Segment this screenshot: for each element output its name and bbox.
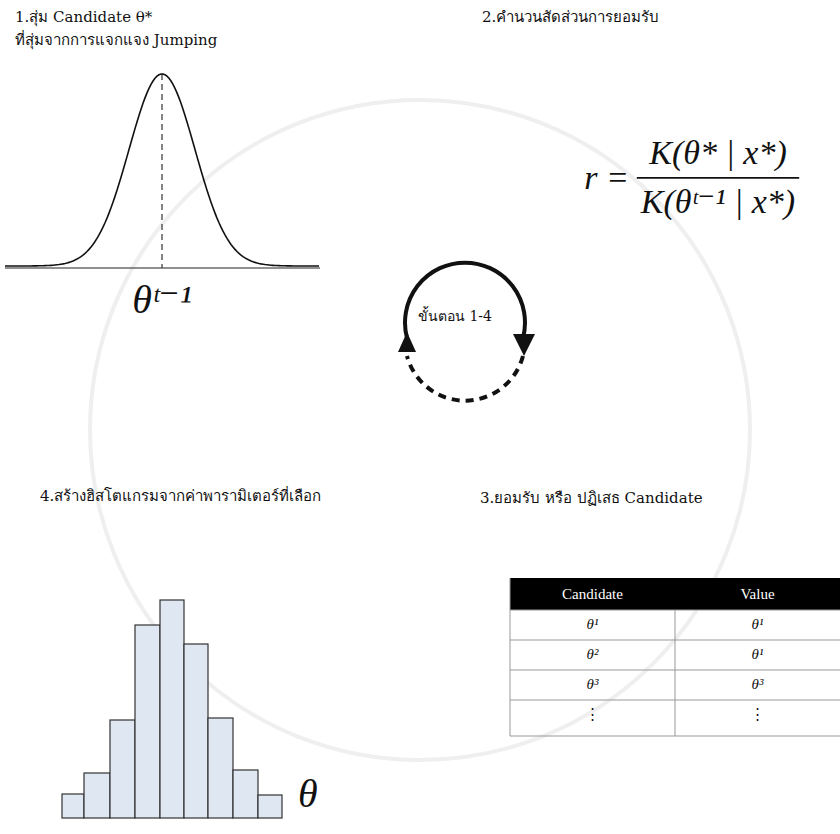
histogram-bar — [135, 625, 160, 818]
table-cell: θ¹ — [675, 645, 840, 663]
table-cell: θ² — [510, 645, 675, 663]
step-label: 1.สุ่ม Candidate θ* — [15, 8, 152, 26]
step-label: 2.คำนวนสัดส่วนการยอมรับ — [482, 8, 659, 26]
table-header: Value — [675, 585, 840, 603]
table-cell: ⋮ — [675, 705, 840, 723]
table-rule — [510, 578, 511, 736]
histogram-bar — [62, 794, 84, 818]
table-cell: θ³ — [510, 675, 675, 693]
table-cell: θ³ — [675, 675, 840, 693]
table-grid — [510, 578, 840, 736]
loop-arrowhead — [513, 334, 535, 356]
parameter-symbol: θᵗ⁻¹ — [112, 276, 212, 324]
histogram-bar — [258, 795, 282, 818]
axis-symbol: θ — [298, 770, 318, 818]
histogram-bar — [110, 720, 135, 818]
fraction-bar — [637, 177, 799, 179]
loop-arrowhead — [398, 332, 416, 352]
histogram — [62, 600, 282, 818]
formula-denominator: K(θᵗ⁻¹ | x*) — [600, 182, 836, 223]
loop-arc-solid — [405, 263, 525, 338]
formula-text: r = — [584, 158, 629, 199]
histogram-bar — [184, 644, 208, 818]
table-cell: ⋮ — [510, 705, 675, 723]
histogram-bar — [208, 718, 233, 818]
table-rule — [675, 610, 676, 736]
table-cell: θ¹ — [510, 615, 675, 633]
histogram-bar — [160, 600, 184, 818]
table-header-bg — [510, 578, 840, 610]
loop-arc-dashed — [407, 356, 523, 401]
loop-label: ขั้นตอน 1-4 — [418, 308, 492, 325]
dashed-mean-line — [161, 74, 162, 268]
histogram-bar — [233, 770, 258, 818]
table-header: Candidate — [510, 585, 675, 603]
histogram-bar — [84, 773, 110, 818]
formula-numerator: K(θ* | x*) — [600, 133, 836, 174]
step-label: 3.ยอมรับ หรือ ปฏิเสธ Candidate — [480, 489, 703, 507]
step-label: ที่สุ่มจากการแจกแจง Jumping — [15, 31, 217, 49]
table-cell: θ¹ — [675, 615, 840, 633]
step-label: 4.สร้างฮิสโตแกรมจากค่าพารามิเตอร์ที่เลือ… — [40, 487, 321, 505]
